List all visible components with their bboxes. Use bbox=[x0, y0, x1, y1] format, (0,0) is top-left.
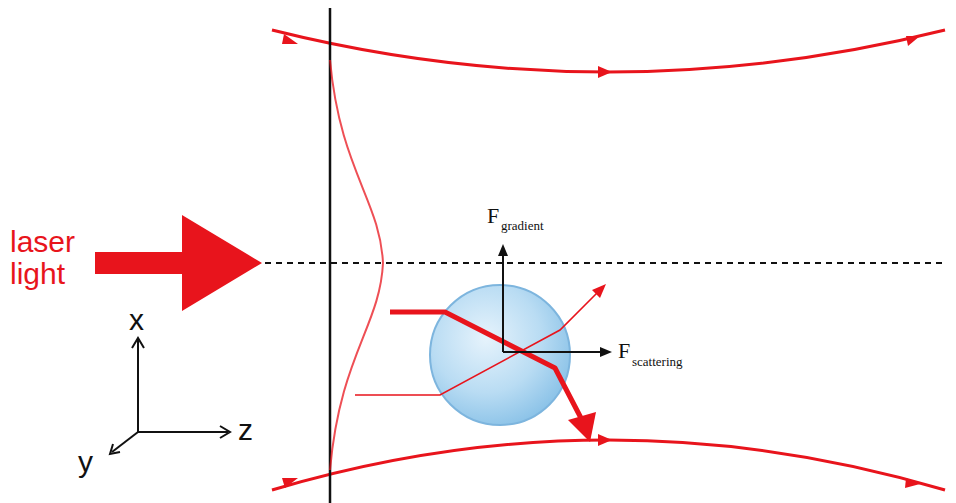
force-subscript: scattering bbox=[632, 355, 683, 369]
force-symbol: F bbox=[618, 339, 630, 362]
beam-edge bbox=[272, 30, 945, 72]
thick-ray-head bbox=[568, 412, 596, 442]
laser-arrow bbox=[95, 215, 262, 311]
beam-edge bbox=[272, 440, 945, 490]
optical-axis bbox=[265, 262, 945, 264]
thin-ray-head bbox=[592, 284, 606, 298]
axis-label: y bbox=[78, 446, 93, 478]
thick-ray bbox=[390, 312, 582, 420]
axis-label: x bbox=[129, 304, 144, 336]
force-subscript: gradient bbox=[501, 219, 544, 233]
scattering-force-arrow bbox=[503, 351, 604, 353]
coordinate-axes bbox=[110, 338, 230, 454]
particle-sphere bbox=[430, 285, 570, 425]
plane-line bbox=[329, 8, 332, 503]
scattering-force-head bbox=[600, 347, 612, 357]
gradient-force-arrow bbox=[502, 252, 504, 352]
laser-label: laser light bbox=[10, 226, 100, 289]
gradient-force-head bbox=[498, 244, 508, 256]
gaussian-profile bbox=[330, 60, 383, 470]
force-symbol: F bbox=[487, 204, 499, 227]
beam-arrowheads bbox=[282, 34, 920, 488]
axis-label: z bbox=[238, 414, 253, 446]
